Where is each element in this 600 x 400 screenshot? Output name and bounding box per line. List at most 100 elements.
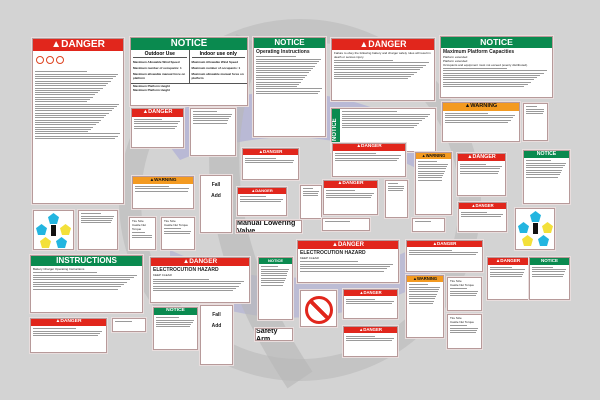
text-line-placeholder — [418, 165, 448, 167]
text-line-placeholder — [256, 67, 313, 69]
text-line-placeholder — [35, 89, 101, 91]
text-line-placeholder — [532, 266, 553, 268]
text-line-placeholder — [346, 300, 394, 302]
text-line-placeholder — [409, 289, 440, 291]
text-line-placeholder — [153, 281, 245, 283]
notice-decal: NOTICE — [258, 257, 293, 320]
text-line-placeholder — [300, 263, 394, 265]
decal-body — [259, 264, 292, 288]
text-line-placeholder — [153, 283, 242, 285]
danger-header-text: DANGER — [500, 258, 521, 263]
text-line-placeholder — [450, 327, 479, 329]
text-line-placeholder — [193, 113, 232, 115]
warning-header-text: WARNING — [470, 103, 498, 109]
text-line-placeholder — [461, 216, 502, 218]
danger-header-text: DANGER — [337, 242, 365, 248]
decal-text-line: Tire Size — [450, 316, 462, 320]
label-decal: Manual Lowering Valve — [236, 220, 302, 233]
prohibited-icon — [36, 56, 44, 65]
danger-decal: ▲ DANGER — [487, 257, 529, 300]
text-line-placeholder — [326, 197, 371, 199]
machine-icon — [533, 223, 538, 234]
notice-header: NOTICE — [441, 37, 552, 48]
alert-triangle-icon: ▲ — [359, 39, 369, 49]
text-line-placeholder — [409, 291, 439, 293]
decal-body — [333, 151, 405, 163]
decal-text-line: Battery Charger Operating Instructions — [33, 267, 85, 272]
text-line-placeholder — [303, 195, 318, 197]
decal-body — [243, 155, 298, 165]
danger-header: ▲ DANGER — [344, 290, 397, 297]
text-line-placeholder — [526, 113, 544, 115]
text-line-placeholder — [134, 118, 163, 120]
danger-header: ▲ DANGER — [33, 39, 123, 52]
text-line-placeholder — [153, 285, 239, 287]
text-line-placeholder — [418, 170, 446, 172]
text-line-placeholder — [326, 192, 374, 194]
decal-text-line: Operating Instructions — [256, 49, 310, 56]
alert-triangle-icon: ▲ — [55, 319, 61, 324]
text-line-placeholder — [256, 90, 320, 92]
pentagon-shape — [40, 237, 51, 248]
notice-header: NOTICE — [524, 151, 569, 159]
decal-text-line: Castle Nut Torque — [450, 283, 474, 287]
text-line-placeholder — [261, 284, 284, 286]
text-line-placeholder — [409, 286, 441, 288]
text-line-placeholder — [156, 319, 194, 321]
text-line-placeholder — [240, 196, 267, 198]
text-line-placeholder — [490, 271, 524, 273]
text-line-placeholder — [135, 185, 169, 187]
decal-body — [132, 117, 183, 132]
danger-header-text: DANGER — [368, 39, 407, 49]
decal-body — [386, 181, 407, 193]
label-decal: Safety Arm — [255, 328, 293, 341]
text-line-placeholder — [134, 128, 176, 130]
instructions-header: INSTRUCTIONS — [31, 256, 142, 267]
text-line-placeholder — [418, 161, 437, 163]
text-line-placeholder — [460, 168, 501, 170]
text-line-placeholder — [35, 135, 118, 137]
text-line-placeholder — [193, 115, 231, 117]
text-line-placeholder — [342, 122, 420, 124]
text-line-placeholder — [35, 96, 93, 98]
text-line-placeholder — [526, 160, 551, 162]
text-line-placeholder — [35, 92, 98, 94]
text-line-placeholder — [526, 174, 560, 176]
text-line-placeholder — [193, 111, 217, 113]
danger-header-text: DANGER — [363, 290, 382, 295]
danger-header-text: DANGER — [60, 319, 82, 324]
decal-body — [458, 161, 505, 176]
alert-triangle-icon: ▲ — [471, 203, 476, 208]
text-line-placeholder — [450, 295, 477, 297]
text-line-placeholder — [460, 165, 502, 167]
decal-body — [530, 265, 569, 280]
text-line-placeholder — [335, 155, 401, 157]
text-line-placeholder — [388, 187, 404, 189]
column-line: Maximum allowable manual force on platfo… — [133, 71, 186, 80]
text-line-placeholder — [193, 122, 227, 124]
text-line-placeholder — [443, 72, 544, 74]
text-line-placeholder — [300, 270, 385, 272]
decal-body — [524, 104, 547, 116]
text-line-placeholder — [134, 125, 177, 127]
decal-text-line: Platform extended — [443, 54, 468, 59]
decal-body — [488, 265, 528, 280]
text-line-placeholder — [450, 292, 478, 294]
decal-body — [340, 109, 435, 151]
text-line-placeholder — [450, 332, 477, 334]
danger-decal: ▲ DANGER — [237, 187, 287, 216]
danger-decal: ▲ DANGER — [30, 318, 107, 353]
text-line-placeholder — [35, 73, 119, 75]
text-line-placeholder — [526, 176, 559, 178]
text-line-placeholder — [35, 124, 97, 126]
text-line-placeholder — [261, 280, 285, 282]
text-line-placeholder — [303, 188, 313, 190]
text-line-placeholder — [33, 330, 102, 332]
text-line-placeholder — [164, 228, 181, 230]
